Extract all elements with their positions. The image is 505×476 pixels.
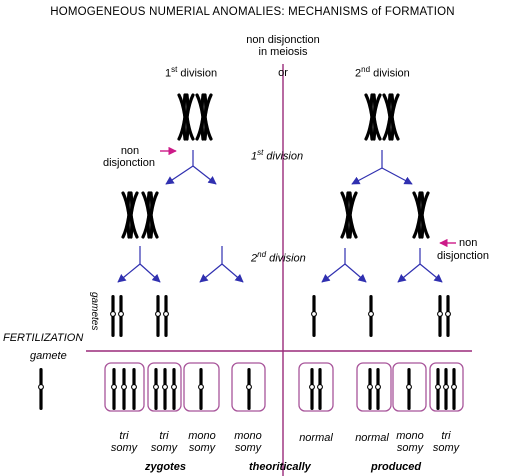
left-arrows-1 bbox=[165, 150, 217, 185]
left-nondisjunction-line2: disjonction bbox=[103, 157, 155, 169]
footer-produced: produced bbox=[371, 461, 422, 473]
result-8-line1: tri bbox=[441, 430, 451, 442]
diagram-title: HOMOGENEOUS NUMERIAL ANOMALIES: MECHANIS… bbox=[50, 6, 455, 18]
zygote-boxes bbox=[104, 362, 464, 412]
result-3-line2: somy bbox=[188, 442, 216, 454]
center-header-line2: in meiosis bbox=[258, 46, 308, 58]
result-7-line2: somy bbox=[396, 442, 424, 454]
right-nondisjunction-line1: non bbox=[459, 237, 478, 249]
result-3-line1: mono bbox=[188, 430, 216, 442]
gamete-label: gamete bbox=[30, 350, 67, 362]
right-division-header: 2nd division bbox=[355, 65, 410, 80]
result-1-line2: somy bbox=[110, 442, 138, 454]
result-2-line1: tri bbox=[159, 430, 169, 442]
result-1-line1: tri bbox=[119, 430, 129, 442]
mid-second-division: 2nd division bbox=[251, 250, 306, 265]
result-6-line1: normal bbox=[355, 432, 389, 444]
left-division-header: 1st division bbox=[165, 65, 218, 80]
left-nondisjunction-line1: non bbox=[120, 145, 140, 157]
result-5-line1: normal bbox=[299, 432, 333, 444]
footer-theoritically: theoritically bbox=[249, 461, 311, 473]
mid-first-division: 1st division bbox=[251, 148, 304, 163]
center-header-line3: or bbox=[278, 67, 288, 79]
right-nondisjunction-line2: disjonction bbox=[437, 250, 489, 262]
fertilization-label: FERTILIZATION bbox=[3, 332, 84, 344]
footer-zygotes: zygotes bbox=[145, 461, 186, 473]
center-header-line1: non disjonction bbox=[246, 34, 320, 46]
result-2-line2: somy bbox=[150, 442, 178, 454]
gametes-label: gametes bbox=[89, 292, 100, 331]
result-4-line1: mono bbox=[234, 430, 262, 442]
result-7-line1: mono bbox=[396, 430, 424, 442]
result-4-line2: somy bbox=[234, 442, 262, 454]
result-8-line2: somy bbox=[432, 442, 460, 454]
